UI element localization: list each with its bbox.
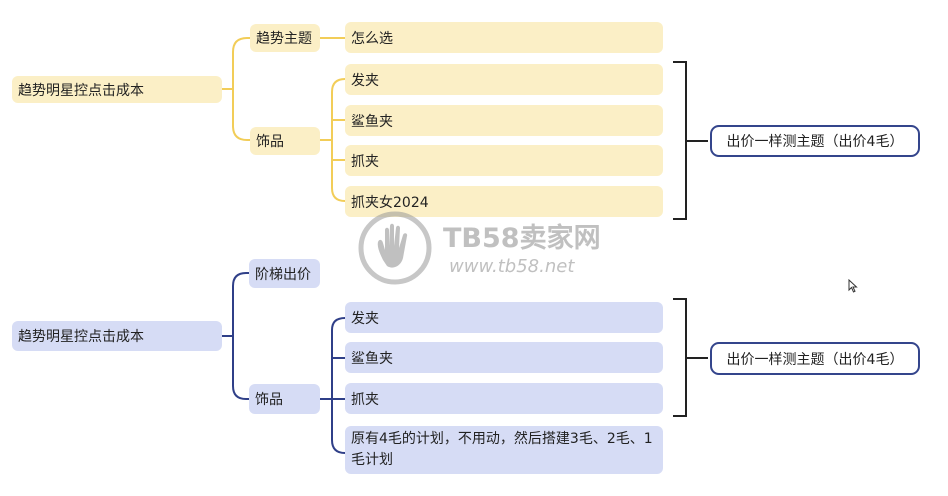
- hand-logo-icon: [358, 211, 432, 285]
- top-leaf-shark-clip[interactable]: 鲨鱼夹: [345, 105, 663, 136]
- top-leaf-hairclip[interactable]: 发夹: [345, 64, 663, 95]
- watermark: TB58卖家网 www.tb58.net: [355, 208, 601, 288]
- top-branch-accessories[interactable]: 饰品: [250, 127, 320, 155]
- top-branch-trend-theme[interactable]: 趋势主题: [250, 24, 320, 52]
- mouse-cursor-icon: [848, 279, 858, 293]
- watermark-title: TB58卖家网: [443, 223, 601, 254]
- bottom-leaf-plan-note[interactable]: 原有4毛的计划，不用动，然后搭建3毛、2毛、1毛计划: [345, 426, 663, 474]
- bottom-leaf-hairclip[interactable]: 发夹: [345, 302, 663, 333]
- top-result-node[interactable]: 出价一样测主题（出价4毛）: [710, 125, 920, 157]
- top-root-node[interactable]: 趋势明星控点击成本: [12, 76, 222, 103]
- top-leaf-how-to-choose[interactable]: 怎么选: [345, 22, 663, 53]
- bottom-leaf-shark-clip[interactable]: 鲨鱼夹: [345, 342, 663, 373]
- watermark-url: www.tb58.net: [449, 256, 575, 277]
- bottom-root-node[interactable]: 趋势明星控点击成本: [12, 321, 222, 351]
- bottom-branch-tiered-bid[interactable]: 阶梯出价: [249, 259, 320, 288]
- bottom-result-node[interactable]: 出价一样测主题（出价4毛）: [710, 342, 920, 375]
- bottom-branch-accessories[interactable]: 饰品: [249, 384, 320, 414]
- top-leaf-claw-clip[interactable]: 抓夹: [345, 145, 663, 176]
- bottom-leaf-claw-clip[interactable]: 抓夹: [345, 383, 663, 414]
- top-leaf-claw-clip-2024[interactable]: 抓夹女2024: [345, 186, 663, 217]
